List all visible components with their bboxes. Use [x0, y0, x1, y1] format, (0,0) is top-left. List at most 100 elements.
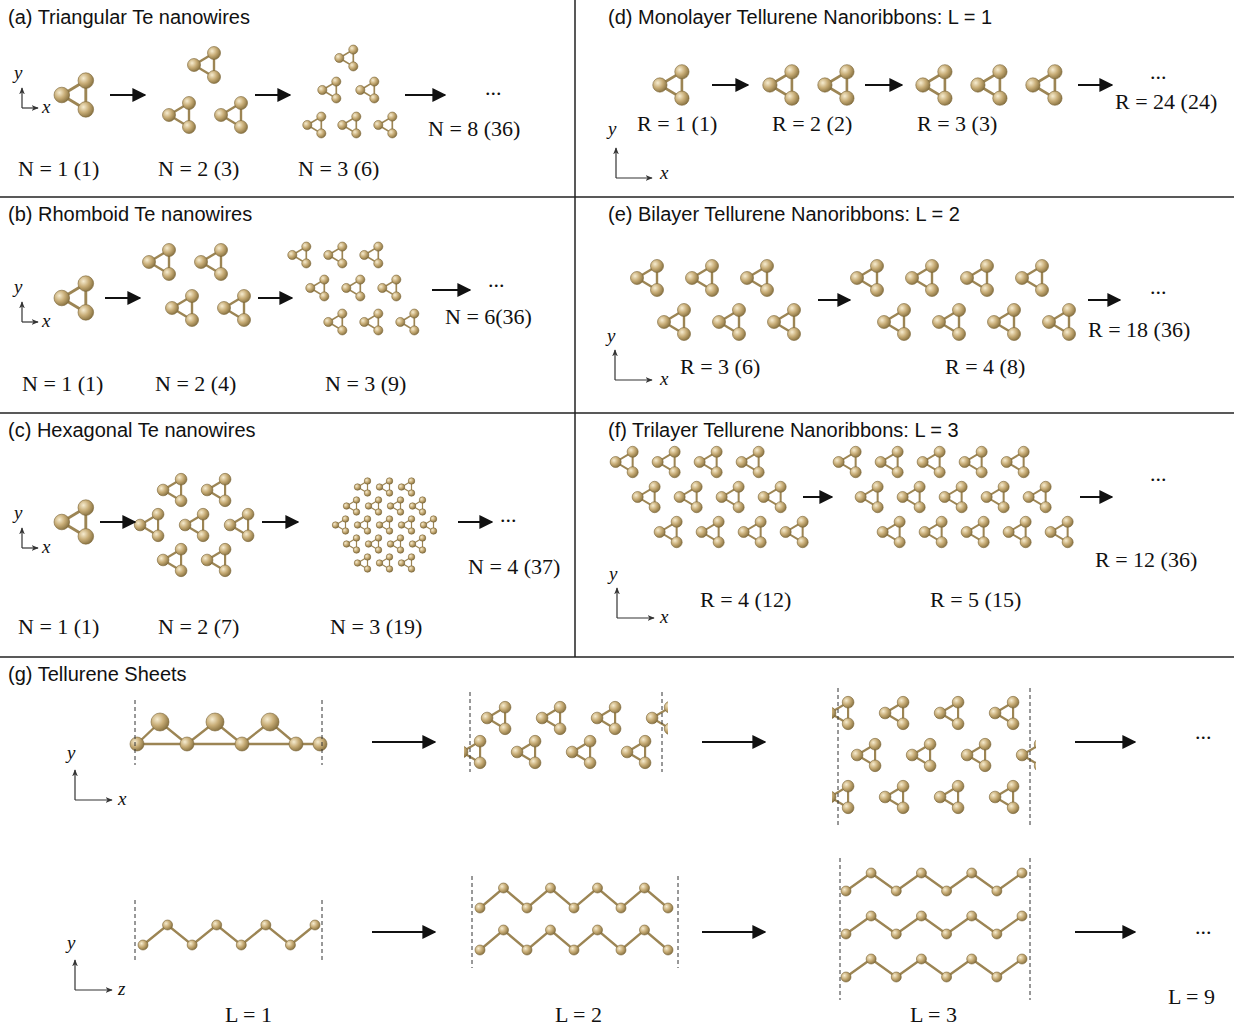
te-atom: [352, 112, 361, 121]
panel-divider: [0, 196, 1234, 198]
te-atom: [981, 284, 994, 297]
continuation-dots: ...: [1150, 462, 1167, 487]
te-unit: [360, 309, 383, 335]
te-atom: [474, 735, 486, 747]
te-atom: [894, 516, 905, 527]
te-unit: [396, 309, 419, 335]
te-atom: [317, 112, 326, 121]
te-unit: [961, 260, 994, 297]
te-atom: [387, 503, 394, 510]
te-atom: [511, 746, 523, 758]
te-atom: [130, 737, 144, 751]
te-atom: [842, 696, 854, 708]
cell-boundary: [135, 700, 136, 765]
te-atom: [78, 305, 94, 321]
te-unit: [376, 478, 393, 497]
te-unit: [134, 508, 164, 541]
te-unit: [981, 481, 1009, 512]
te-unit: [481, 701, 511, 734]
te-atom: [763, 78, 777, 92]
te-atom: [797, 516, 808, 527]
te-atom: [289, 737, 303, 751]
te-unit: [653, 65, 689, 106]
te-unit: [736, 446, 764, 477]
te-atom: [934, 446, 945, 457]
te-atom: [374, 259, 383, 268]
te-atom: [1040, 481, 1051, 492]
te-atom: [952, 802, 964, 814]
cell-boundary: [322, 700, 323, 765]
te-unit: [961, 738, 991, 771]
te-atom: [584, 735, 596, 747]
cell-boundary: [662, 692, 663, 772]
sheet-xy-l3: [832, 696, 1036, 813]
te-unit: [694, 446, 722, 477]
axis-label: y: [607, 325, 615, 346]
continuation-dots: ...: [1150, 275, 1167, 300]
count-label: R = 18 (36): [1088, 318, 1190, 343]
te-atom: [152, 508, 164, 520]
te-atom: [398, 484, 405, 491]
te-atom: [310, 920, 320, 930]
te-atom: [1008, 328, 1021, 341]
count-label: N = 1 (1): [18, 615, 99, 640]
te-unit: [851, 260, 884, 297]
te-atom: [675, 91, 689, 105]
te-atom: [869, 738, 881, 750]
te-atom: [157, 554, 169, 566]
te-atom: [398, 522, 405, 529]
te-chain: [841, 868, 1027, 896]
count-label: R = 3 (6): [680, 355, 760, 380]
te-atom: [303, 120, 312, 129]
te-atom: [753, 446, 764, 457]
te-atom: [926, 260, 939, 273]
te-atom: [166, 302, 179, 315]
panel-title: (d) Monolayer Tellurene Nanoribbons: L =…: [608, 6, 992, 28]
te-unit: [332, 516, 349, 535]
te-atom: [914, 481, 925, 492]
te-atom: [499, 701, 511, 713]
te-atom: [152, 530, 164, 542]
te-unit: [632, 481, 660, 512]
te-atom: [942, 929, 952, 939]
growth-arrow: [258, 297, 292, 299]
te-atom: [546, 883, 556, 893]
te-atom: [288, 250, 297, 259]
growth-arrow: [110, 94, 145, 96]
te-atom: [1018, 446, 1029, 457]
te-atom: [208, 47, 221, 60]
te-unit: [420, 516, 437, 535]
te-atom: [183, 97, 196, 110]
te-atom: [410, 309, 419, 318]
te-atom: [338, 242, 347, 251]
te-atom: [376, 484, 383, 491]
te-atom: [713, 316, 726, 329]
growth-arrow: [1078, 84, 1112, 86]
te-atom: [654, 526, 665, 537]
te-atom: [768, 316, 781, 329]
panel-title: (g) Tellurene Sheets: [8, 663, 187, 685]
te-atom: [832, 791, 836, 803]
te-atom: [953, 328, 966, 341]
te-unit: [758, 481, 786, 512]
te-atom: [1016, 272, 1029, 285]
count-label: R = 3 (3): [917, 112, 997, 137]
te-atom: [370, 77, 379, 86]
te-atom: [981, 260, 994, 273]
axis-label: y: [609, 563, 617, 584]
count-label: R = 2 (2): [772, 112, 852, 137]
te-atom: [669, 467, 680, 478]
figure-panel: (g) Tellurene Sheetsyx...yz...L = 1L = 2…: [0, 657, 1234, 1035]
te-atom: [736, 456, 747, 467]
te-atom: [981, 491, 992, 502]
te-atom: [640, 883, 650, 893]
te-unit: [780, 516, 808, 547]
figure-panel: (d) Monolayer Tellurene Nanoribbons: L =…: [575, 0, 1234, 197]
cell-boundary: [135, 900, 136, 962]
te-atom: [711, 467, 722, 478]
te-atom: [956, 481, 967, 492]
te-unit: [409, 497, 426, 516]
te-atom: [261, 713, 279, 731]
te-atom: [475, 903, 485, 913]
te-atom: [1017, 868, 1027, 878]
